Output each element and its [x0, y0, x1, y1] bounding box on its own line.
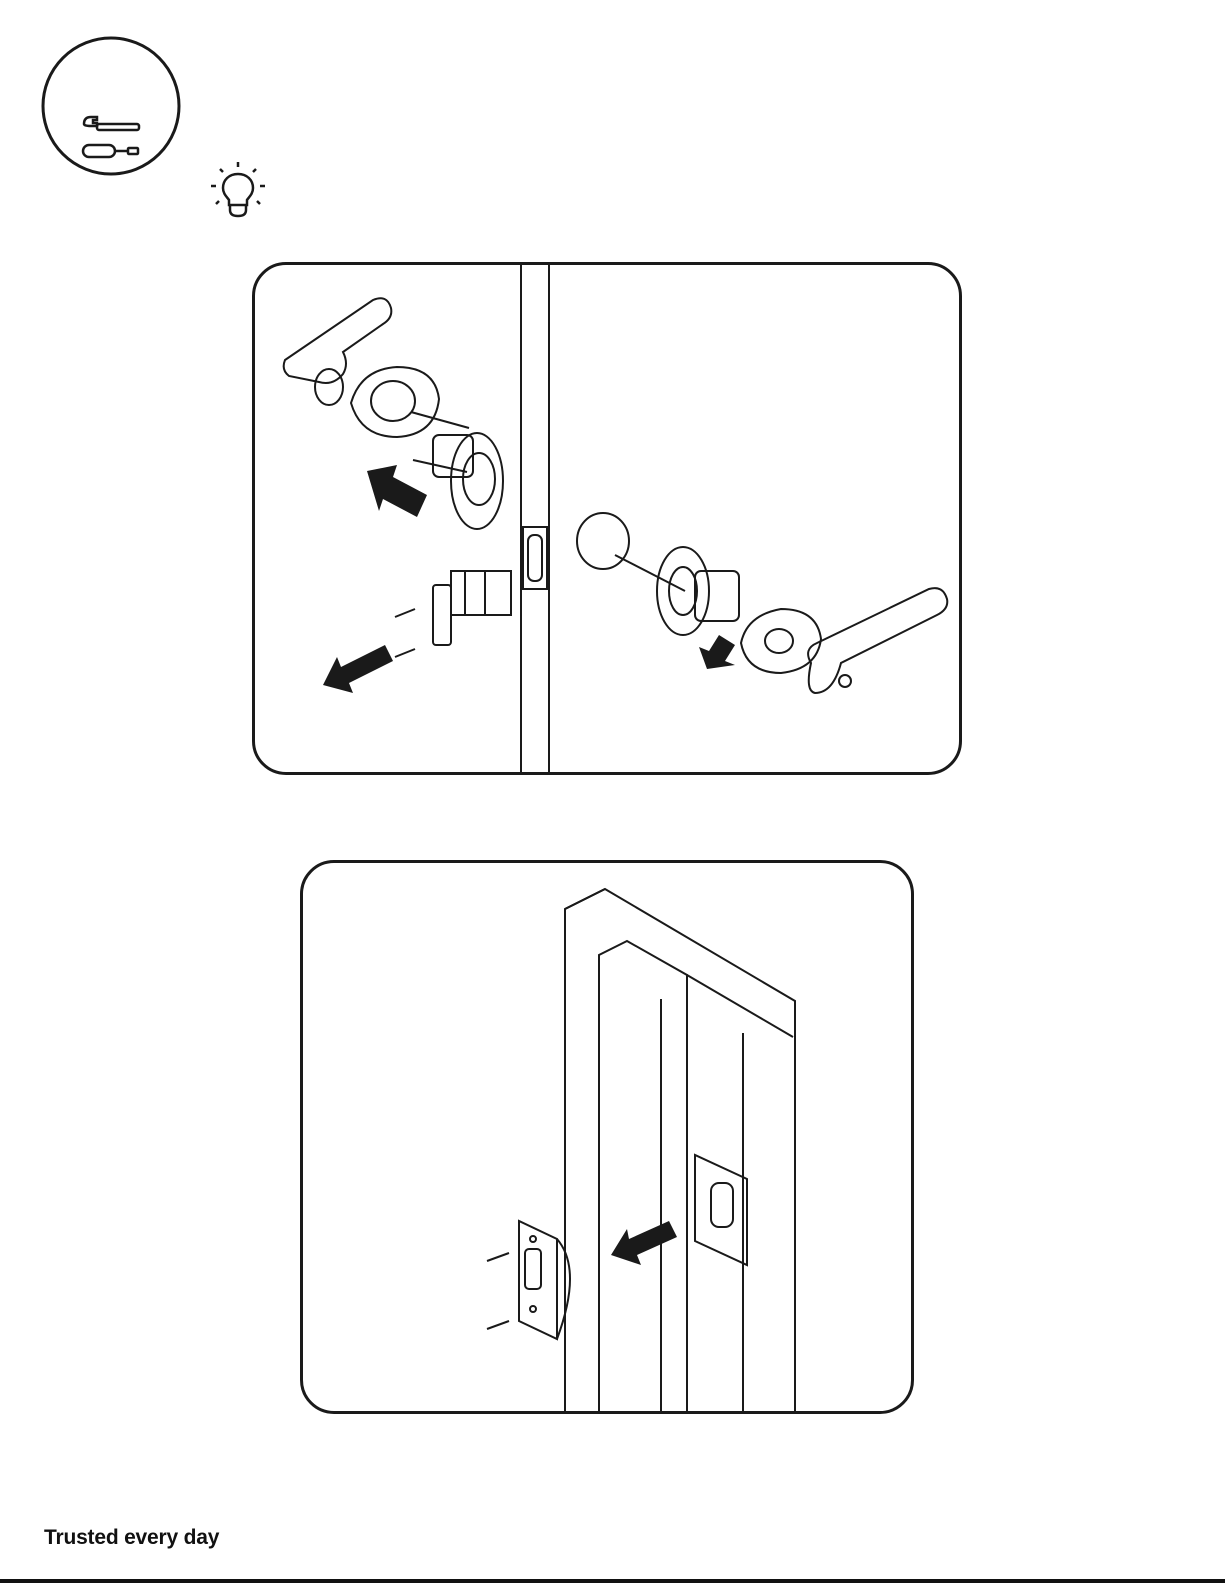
wrench-screwdriver-icon: [40, 35, 182, 177]
footer-rule: [0, 1579, 1225, 1583]
tools-badge: [40, 35, 182, 177]
lightbulb-icon: [208, 160, 268, 222]
tip-lightbulb: [208, 160, 268, 222]
arrow-remove-right-lever: [699, 635, 735, 669]
footer-tagline: Trusted every day: [44, 1526, 219, 1550]
lever-latch-illustration: [255, 265, 959, 772]
remove-strike-plate-figure: [300, 860, 914, 1414]
arrow-remove-strike: [611, 1221, 677, 1265]
arrow-remove-latch: [323, 645, 393, 693]
remove-lever-latch-figure: [252, 262, 962, 775]
arrow-install-plate: [367, 465, 427, 517]
strike-plate-illustration: [303, 863, 911, 1411]
